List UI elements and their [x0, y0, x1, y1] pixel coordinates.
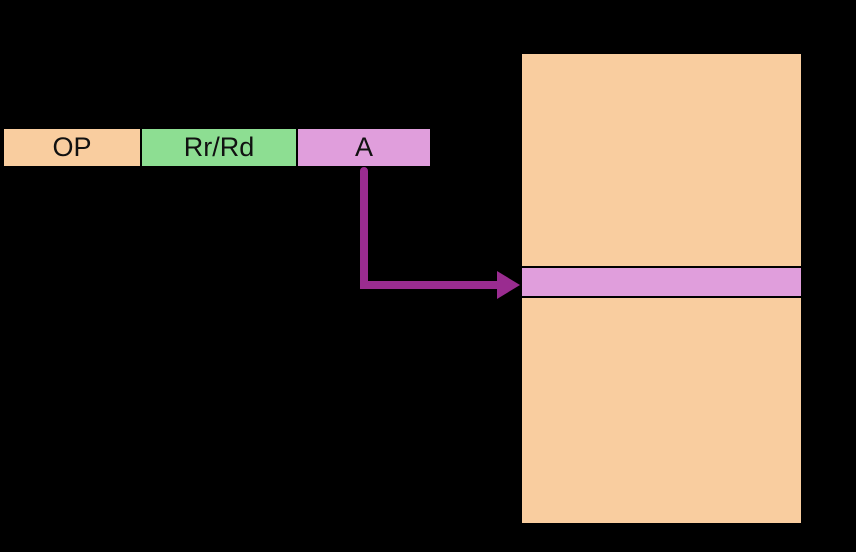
field-register: Rr/Rd — [140, 127, 298, 168]
field-address: A — [296, 127, 432, 168]
field-opcode: OP — [2, 127, 142, 168]
memory-region-upper — [520, 52, 803, 268]
memory-block — [520, 52, 803, 525]
memory-addressed-cell — [520, 266, 803, 298]
instruction-word: OP Rr/Rd A — [2, 127, 432, 168]
field-register-label: Rr/Rd — [183, 132, 255, 162]
field-address-label: A — [354, 132, 373, 162]
field-opcode-label: OP — [52, 132, 92, 162]
address-arrow-head — [497, 271, 520, 299]
memory-region-lower — [520, 296, 803, 525]
address-arrow-line — [360, 167, 504, 289]
